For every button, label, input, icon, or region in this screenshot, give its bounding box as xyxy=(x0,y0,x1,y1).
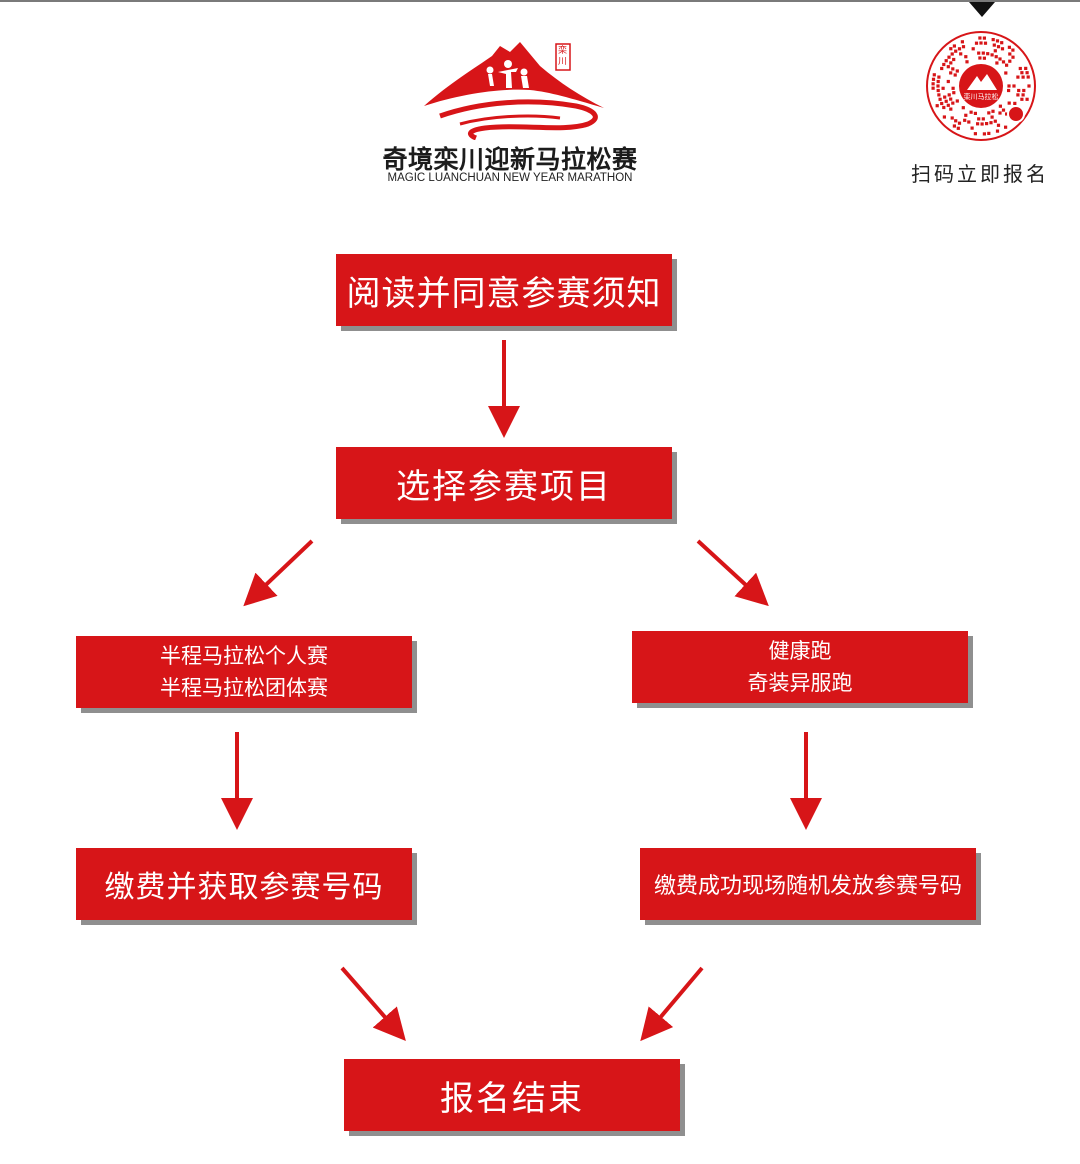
step-select-event: 选择参赛项目 xyxy=(336,447,672,519)
option-half-marathon-team: 半程马拉松团体赛 xyxy=(160,676,328,700)
logo-title-cn: 奇境栾川迎新马拉松赛 xyxy=(382,145,638,174)
step-read-agree-label: 阅读并同意参赛须知 xyxy=(346,273,662,314)
option-half-marathon-individual: 半程马拉松个人赛 xyxy=(160,644,328,668)
pointer-triangle-icon xyxy=(969,2,995,17)
arrow-left-payment-to-end xyxy=(340,966,406,1042)
arrow-right-payment-to-end xyxy=(640,966,704,1042)
logo-seal-text: 栾川 xyxy=(558,46,568,67)
step-right-payment-label: 缴费成功现场随机发放参赛号码 xyxy=(653,874,962,899)
marathon-logo: 栾川 奇境栾川迎新马拉松赛 MAGIC LUANCHUAN NEW YEAR M… xyxy=(380,28,640,188)
step-read-agree: 阅读并同意参赛须知 xyxy=(336,254,672,326)
step-registration-end-label: 报名结束 xyxy=(440,1078,584,1119)
option-half-marathon: 半程马拉松个人赛 半程马拉松团体赛 xyxy=(76,636,412,708)
registration-qr-code[interactable]: 栾川马拉松 xyxy=(925,30,1037,142)
step-left-payment: 缴费并获取参赛号码 xyxy=(76,848,412,920)
option-fun-run: 健康跑 奇装异服跑 xyxy=(632,631,968,703)
step-registration-end: 报名结束 xyxy=(344,1059,680,1131)
step-select-event-label: 选择参赛项目 xyxy=(396,466,612,507)
logo-title-en: MAGIC LUANCHUAN NEW YEAR MARATHON xyxy=(387,172,633,184)
top-divider xyxy=(0,0,1080,2)
qr-center-label: 栾川马拉松 xyxy=(963,93,999,101)
option-health-run: 健康跑 xyxy=(768,639,832,663)
mountain-runners-emblem-icon xyxy=(424,42,604,140)
step-left-payment-label: 缴费并获取参赛号码 xyxy=(104,870,384,905)
arrow-step2-to-right xyxy=(696,539,769,607)
option-costume-run: 奇装异服跑 xyxy=(747,671,853,695)
step-right-payment: 缴费成功现场随机发放参赛号码 xyxy=(640,848,976,920)
qr-caption: 扫码立即报名 xyxy=(911,162,1049,186)
arrow-step2-to-left xyxy=(243,539,314,607)
